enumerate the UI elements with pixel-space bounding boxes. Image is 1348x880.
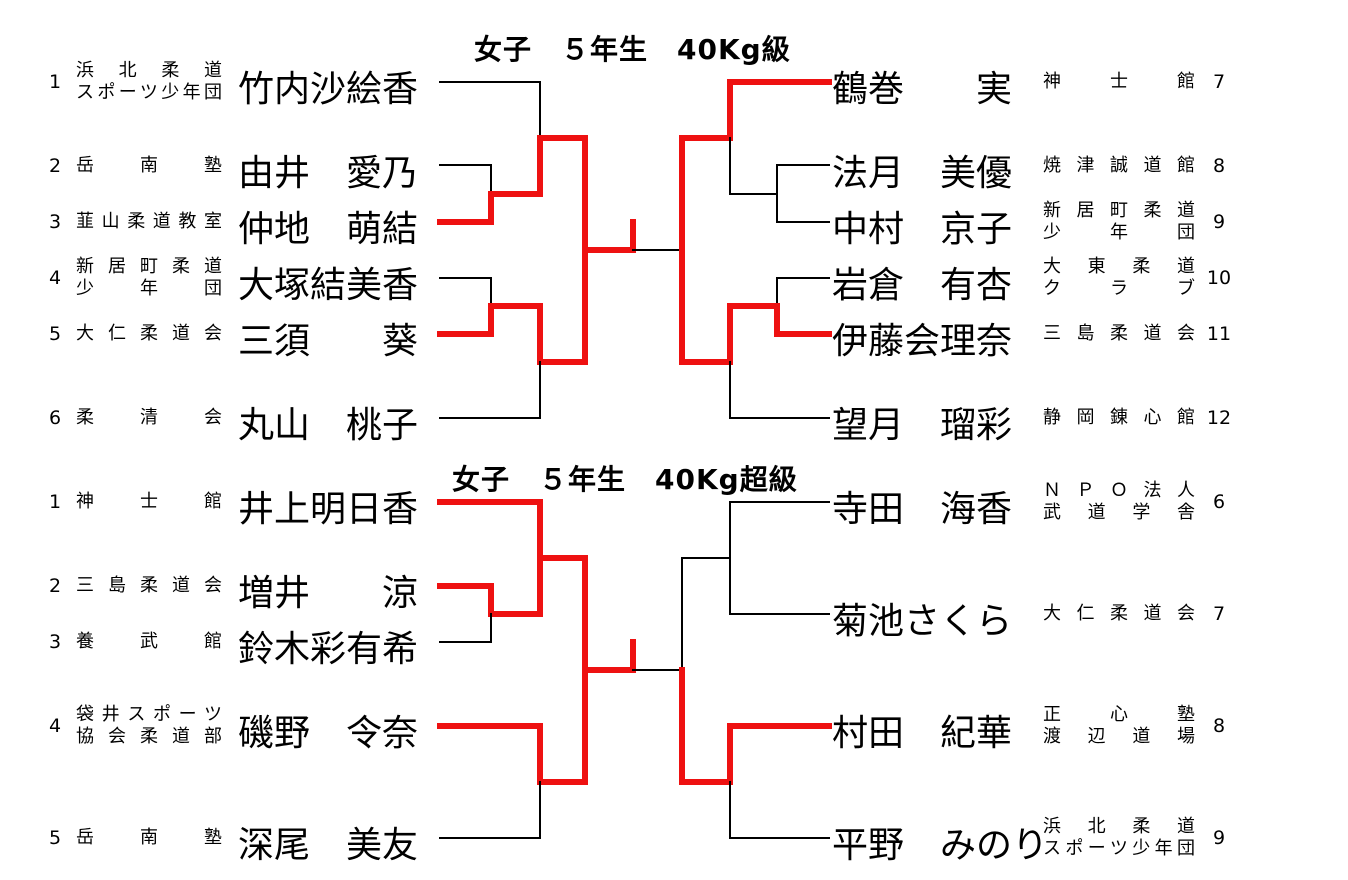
bracket-line-18 [439,781,541,839]
seed-number: 3 [48,211,62,233]
club-name: 柔清会 [76,407,222,428]
bracket-line-10 [729,137,830,223]
seed-number: 1 [48,491,62,513]
club-name: 神士館 [76,491,222,512]
bracket-line-11 [776,277,830,307]
athlete-name: 大塚結美香 [238,265,419,306]
athlete-name: 竹内沙絵香 [238,69,419,110]
club-name: 三島柔道会 [1043,323,1195,344]
bracket-line-9 [776,164,830,195]
athlete-name: 望月 瑠彩 [832,405,1013,446]
athlete-name: 鶴巻 実 [832,69,1013,110]
athlete-name: 三須 葵 [238,321,419,362]
winner-path-4 [437,247,636,365]
seed-number: 8 [1212,155,1226,177]
club-name: 焼津誠道館 [1043,155,1195,176]
club-name: 大東柔道クラブ [1043,256,1195,299]
athlete-name: 由井 愛乃 [238,153,419,194]
club-name: ＮＰＯ法人武道学舎 [1043,480,1195,523]
club-name: 三島柔道会 [76,575,222,596]
winner-path-15 [437,555,543,617]
club-name: 大仁柔道会 [1043,603,1195,624]
athlete-name: 菊池さくら [832,601,1013,642]
athlete-name: 丸山 桃子 [238,405,419,446]
seed-number: 4 [48,715,62,737]
club-name: 浜北柔道スポーツ少年団 [1043,816,1195,859]
athlete-name: 平野 みのり [832,825,1049,866]
seed-number: 4 [48,267,62,289]
winner-path-14 [437,499,636,673]
athlete-name: 増井 涼 [238,573,419,614]
seed-number: 2 [48,575,62,597]
athlete-name: 井上明日香 [238,489,419,530]
seed-number: 5 [48,323,62,345]
athlete-name: 仲地 萌結 [238,209,419,250]
bracket-line-22 [729,557,830,615]
winner-path-2 [437,135,588,253]
club-name: 正心塾渡辺道場 [1043,704,1195,747]
club-name: 大仁柔道会 [76,323,222,344]
winner-path-12 [679,247,832,365]
seed-number: 5 [48,827,62,849]
bracket-line-13 [729,361,830,419]
seed-number: 12 [1206,407,1232,429]
seed-number: 6 [48,407,62,429]
athlete-name: 村田 紀華 [832,713,1013,754]
seed-number: 7 [1212,603,1226,625]
club-name: 岳南塾 [76,827,222,848]
club-name: 静岡錬心館 [1043,407,1195,428]
bracket-line-0 [439,81,541,139]
club-name: 新居町柔道少年団 [1043,200,1195,243]
athlete-name: 深尾 美友 [238,825,419,866]
seed-number: 6 [1212,491,1226,513]
club-name: 袋井スポーツ協会柔道部 [76,704,222,747]
club-name: 新居町柔道少年団 [76,256,222,299]
athlete-name: 磯野 令奈 [238,713,419,754]
athlete-name: 鈴木彩有希 [238,629,419,670]
athlete-name: 中村 京子 [832,209,1013,250]
club-name: 浜北柔道スポーツ少年団 [76,60,222,103]
bracket-2-title: 女子 ５年生 40Kg超級 [452,463,798,496]
seed-number: 7 [1212,71,1226,93]
seed-number: 11 [1206,323,1232,345]
winner-path-17 [437,667,588,785]
athlete-name: 寺田 海香 [832,489,1013,530]
club-name: 韮山柔道教室 [76,211,222,232]
bracket-line-3 [439,277,492,307]
bracket-line-21 [681,501,830,671]
bracket-line-5 [439,361,541,419]
athlete-name: 法月 美優 [832,153,1013,194]
club-name: 神士館 [1043,71,1195,92]
seed-number: 9 [1212,827,1226,849]
seed-number: 8 [1212,715,1226,737]
bracket-1-title: 女子 ５年生 40Kg級 [474,33,791,66]
seed-number: 10 [1206,267,1232,289]
seed-number: 9 [1212,211,1226,233]
seed-number: 3 [48,631,62,653]
seed-number: 1 [48,71,62,93]
bracket-line-16 [439,613,492,643]
athlete-name: 岩倉 有杏 [832,265,1013,306]
athlete-name: 伊藤会理奈 [832,321,1013,362]
bracket-line-1 [439,164,492,195]
bracket-line-24 [729,781,830,839]
club-name: 岳南塾 [76,155,222,176]
winner-path-23 [679,667,832,785]
club-name: 養武館 [76,631,222,652]
seed-number: 2 [48,155,62,177]
